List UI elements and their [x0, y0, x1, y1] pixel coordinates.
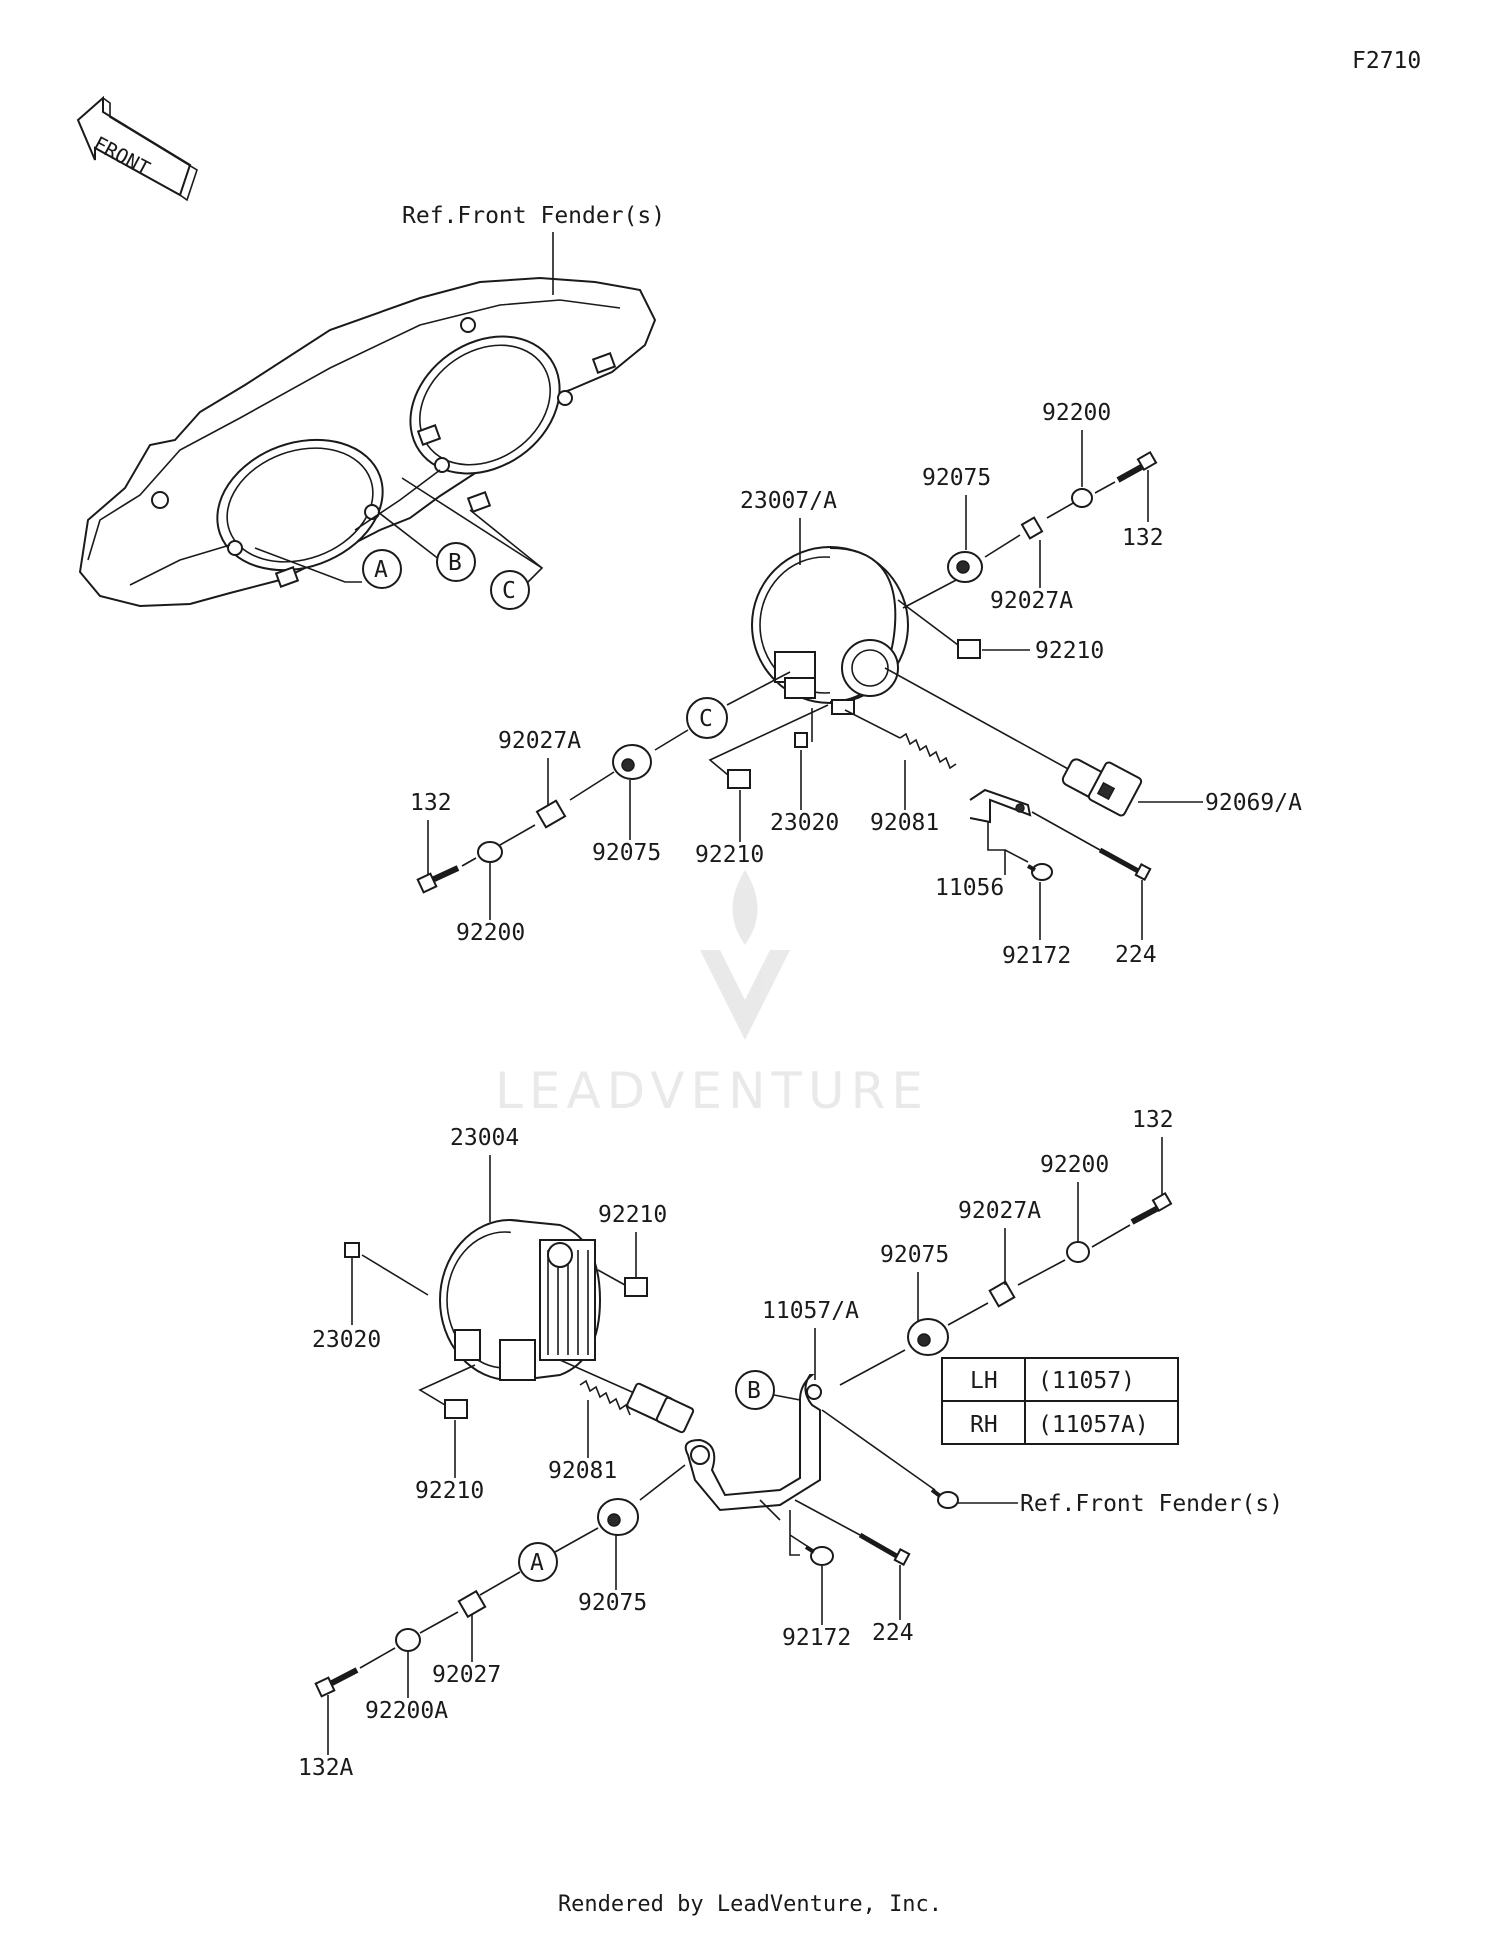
washer-92200-upper-right: [1071, 488, 1093, 508]
side-table-lh: LH: [970, 1368, 998, 1394]
callout-c-upper: [686, 697, 728, 739]
bracket-11057a: [684, 1374, 822, 1521]
front-arrow-icon: FRONT: [76, 95, 198, 202]
label-92075-upper-right: 92075: [922, 465, 991, 491]
label-132a-lower: 132A: [298, 1755, 354, 1781]
clip-92210-lower-a: [624, 1277, 648, 1297]
bolt-224-upper: [1098, 847, 1142, 875]
label-11056: 11056: [935, 875, 1004, 901]
side-table-lh-part: (11057): [1038, 1368, 1135, 1394]
cap-23020-upper: [794, 732, 808, 748]
label-11057a: 11057/A: [762, 1298, 859, 1324]
svg-text:C: C: [699, 706, 713, 732]
label-92210-lower-b: 92210: [415, 1478, 484, 1504]
clip-92210-upper-left: [727, 769, 751, 789]
label-224-upper: 224: [1115, 942, 1157, 968]
bolt-132a-lower: [314, 1667, 359, 1698]
sleeve-92027a-upper-left: [535, 799, 567, 829]
label-92210-upper-left: 92210: [695, 842, 764, 868]
cap-23020-lower: [344, 1242, 360, 1258]
svg-text:B: B: [448, 550, 462, 576]
clip-92210-lower-b: [444, 1399, 468, 1419]
ref-front-fender-label-bottom: Ref.Front Fender(s): [1020, 1491, 1283, 1517]
callout-a-lower: A: [518, 1542, 558, 1582]
label-23007a: 23007/A: [740, 488, 837, 514]
label-132-upper-right: 132: [1122, 525, 1164, 551]
label-23020-lower: 23020: [312, 1327, 381, 1353]
sleeve-92027a-upper-right: [1020, 516, 1044, 540]
bolt-132-lower: [1130, 1191, 1173, 1225]
leadventure-watermark: LEADVENTURE: [495, 870, 929, 1120]
label-92081-lower: 92081: [548, 1458, 617, 1484]
label-23020-upper: 23020: [770, 810, 839, 836]
spring-92081-upper: [899, 732, 957, 770]
label-224-lower: 224: [872, 1620, 914, 1646]
headlight-lower-drawing: [439, 1219, 695, 1434]
washer-92200-upper-left: [477, 841, 503, 863]
svg-text:LEADVENTURE: LEADVENTURE: [495, 1062, 929, 1120]
side-table: LH (11057) RH (11057A): [941, 1357, 1179, 1445]
front-fender-drawing: [78, 276, 657, 608]
side-table-rh-part: (11057A): [1038, 1412, 1149, 1438]
label-92172-lower: 92172: [782, 1625, 851, 1651]
ref-front-fender-label-top: Ref.Front Fender(s): [402, 203, 665, 229]
label-92210-upper-right: 92210: [1035, 638, 1104, 664]
side-table-rh: RH: [970, 1412, 998, 1438]
callout-c-top: C: [401, 477, 544, 610]
label-92027a-upper-left: 92027A: [498, 728, 581, 754]
diagram-code: F2710: [1352, 48, 1421, 74]
label-92200-upper-right: 92200: [1042, 400, 1111, 426]
bulb-92069a: [1061, 758, 1143, 817]
bolt-132-upper-left: [416, 865, 460, 894]
label-92069a: 92069/A: [1205, 790, 1302, 816]
label-92081-upper: 92081: [870, 810, 939, 836]
connector-plug: [626, 1382, 695, 1434]
bolt-132-upper-right: [1116, 450, 1158, 483]
washer-92200-lower: [1066, 1241, 1090, 1263]
label-92027a-upper-right: 92027A: [990, 588, 1073, 614]
label-92210-lower-a: 92210: [598, 1202, 667, 1228]
label-132-lower: 132: [1132, 1107, 1174, 1133]
label-92172-upper: 92172: [1002, 943, 1071, 969]
label-92027a-lower: 92027A: [958, 1198, 1041, 1224]
label-92027-lower: 92027: [432, 1662, 501, 1688]
label-92075-upper-left: 92075: [592, 840, 661, 866]
label-92200-upper-left: 92200: [456, 920, 525, 946]
screw-ref-fender: [930, 1488, 959, 1509]
label-92075-lower-right: 92075: [880, 1242, 949, 1268]
label-92200a-lower: 92200A: [365, 1698, 448, 1724]
sleeve-92027a-lower: [988, 1280, 1016, 1308]
label-92200-lower: 92200: [1040, 1152, 1109, 1178]
footer-credit: Rendered by LeadVenture, Inc.: [557, 1892, 943, 1917]
callout-a-top: A: [254, 547, 402, 589]
callout-b-top: B: [377, 511, 476, 582]
washer-92200a-lower: [395, 1628, 421, 1652]
sleeve-92027-lower: [457, 1589, 487, 1619]
spring-92081-lower: [579, 1379, 631, 1416]
svg-text:A: A: [374, 557, 388, 583]
clip-92210-upper-right: [957, 639, 981, 659]
callout-b-lower: B: [735, 1370, 801, 1410]
svg-text:B: B: [747, 1378, 761, 1404]
svg-text:C: C: [502, 578, 516, 604]
headlight-upper-drawing: [751, 546, 909, 715]
svg-text:A: A: [530, 1550, 544, 1576]
bracket-11056: [969, 788, 1032, 824]
label-92075-lower-left: 92075: [578, 1590, 647, 1616]
label-23004: 23004: [450, 1125, 519, 1151]
bolt-224-lower: [858, 1532, 902, 1561]
label-132-upper-left: 132: [410, 790, 452, 816]
screw-92172-upper: [1027, 863, 1053, 881]
screw-92172-lower: [804, 1545, 834, 1566]
